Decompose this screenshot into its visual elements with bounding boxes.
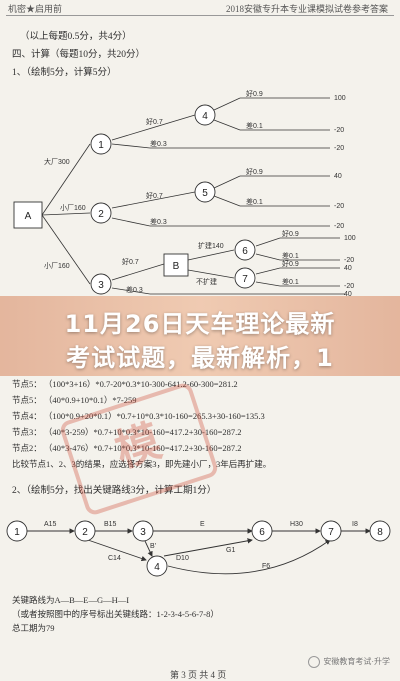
prob-label: 差0.1	[282, 251, 299, 260]
net-node-8-label: 8	[377, 527, 383, 538]
net-node-1-label: 1	[14, 527, 20, 538]
branch-label-small-plant-2: 小厂160	[44, 261, 70, 270]
prob-label: 差0.1	[246, 197, 263, 206]
chance-node-4-label: 4	[202, 111, 208, 122]
net-node-8	[369, 520, 391, 542]
prob-label: 差0.3	[126, 285, 143, 294]
prob-label: 扩建140	[198, 241, 224, 250]
critical-path-note: （或者按照图中的序号标出关键线路：1-2-3-4-5-6-7-8）	[12, 609, 219, 619]
net-node-6-label: 6	[259, 527, 265, 538]
decision-tree-diagram: A 1 2 3 4 5 B 6 7 大厂300 小厂160 小厂160 好0.7…	[13, 89, 356, 298]
calc-line: 节点2： （40*3-476）*0.7+10*0.3*10-160=417.2+…	[12, 443, 242, 453]
title-banner: 11月26日天车理论最新 考试试题，最新解析，1	[0, 296, 400, 376]
calc-line: 节点5： （40*0.9+10*0.1）*7-259	[12, 395, 137, 405]
calc-line: 节点5： （100*3+16）*0.7-20*0.3*10-300-641.2-…	[12, 379, 238, 389]
edge-label: H30	[290, 521, 303, 528]
payoff-label: 100	[334, 95, 346, 102]
net-node-4-label: 4	[154, 562, 160, 573]
payoff-label: -20	[334, 223, 344, 230]
question-2-heading: 2、（绘制5分，找出关键路线3分，计算工期1分）	[12, 486, 217, 496]
chance-node-3	[90, 273, 112, 295]
calc-line: 节点3： （40*3-259）*0.7+10*0.3*10-160=417.2+…	[12, 427, 242, 437]
net-node-3-label: 3	[140, 527, 146, 538]
decision-node-a	[13, 201, 43, 229]
prob-label: 好0.7	[146, 117, 163, 126]
prob-label: 好0.7	[146, 191, 163, 200]
edge-label: C14	[108, 555, 121, 562]
edge-label: B'	[150, 543, 156, 550]
header-divider	[6, 15, 394, 16]
conclusion-line: 比较节点1、2、3的结果，应选择方案3，即先建小厂，3年后再扩建。	[12, 459, 272, 469]
chance-node-3-label: 3	[98, 280, 104, 291]
net-node-7	[320, 520, 342, 542]
prob-label: 差0.1	[282, 277, 299, 286]
question-1-heading: 1、（绘制5分，计算5分）	[12, 68, 117, 78]
page-footer: 第 3 页 共 4 页	[170, 670, 227, 680]
score-note: （以上每题0.5分，共4分）	[20, 32, 132, 42]
prob-label: 好0.9	[246, 167, 263, 176]
chance-node-6-label: 6	[242, 246, 248, 257]
banner-line-1: 11月26日天车理论最新	[64, 310, 336, 338]
header-left: 机密★启用前	[8, 4, 63, 14]
prob-label: 差0.3	[150, 139, 167, 148]
edge-label: D10	[176, 555, 189, 562]
branch-label-small-plant: 小厂160	[60, 203, 86, 212]
chance-node-5-label: 5	[202, 188, 208, 199]
chance-node-2	[90, 202, 112, 224]
chance-node-2-label: 2	[98, 209, 104, 220]
prob-label: 好0.7	[122, 257, 139, 266]
net-node-4	[146, 555, 168, 577]
logo-text: 安徽教育考试·升学	[323, 657, 390, 667]
prob-label: 差0.3	[150, 217, 167, 226]
logo-icon	[308, 656, 321, 668]
prob-label: 好0.9	[282, 259, 299, 268]
chance-node-1-label: 1	[98, 140, 104, 151]
edge-label: B15	[104, 521, 117, 528]
net-node-6	[251, 520, 273, 542]
total-duration: 总工期为79	[12, 623, 55, 633]
payoff-label: -20	[334, 127, 344, 134]
network-diagram: 1 2 3 4 6 7 8 A15 B15 C14 B' D10 E G1 F6…	[6, 520, 391, 577]
net-node-3	[132, 520, 154, 542]
chance-node-4	[194, 104, 216, 126]
source-logo: 安徽教育考试·升学	[308, 656, 390, 668]
prob-label: 不扩建	[196, 277, 217, 286]
chance-node-1	[90, 133, 112, 155]
edge-label: E	[200, 521, 205, 528]
edge-label: I8	[352, 521, 358, 528]
chance-node-6	[234, 239, 256, 261]
branch-label-big-plant: 大厂300	[44, 157, 70, 166]
decision-node-b-label: B	[173, 261, 180, 272]
prob-label: 差0.1	[246, 121, 263, 130]
net-node-7-label: 7	[328, 527, 334, 538]
payoff-label: -20	[334, 145, 344, 152]
payoff-label: -20	[334, 203, 344, 210]
chance-node-7	[234, 267, 256, 289]
net-node-2-label: 2	[82, 527, 88, 538]
prob-label: 好0.9	[282, 229, 299, 238]
banner-line-2: 考试试题，最新解析，1	[66, 344, 334, 372]
calc-line: 节点4： （100*0.9+20*0.1）*0.7+10*0.3*10-160=…	[12, 411, 265, 421]
edge-label: G1	[226, 547, 235, 554]
edge-label: A15	[44, 521, 57, 528]
payoff-label: 100	[344, 235, 356, 242]
section-heading: 四、计算（每题10分，共20分）	[12, 50, 146, 60]
chance-node-5	[194, 181, 216, 203]
edge-label: F6	[262, 563, 270, 570]
payoff-label: -20	[344, 257, 354, 264]
payoff-label: 40	[344, 291, 352, 298]
header-right: 2018安徽专升本专业课模拟试卷参考答案	[225, 4, 388, 14]
decision-node-a-label: A	[25, 211, 32, 222]
critical-path-line: 关键路线为A—B—E—G—H—I	[12, 595, 130, 605]
payoff-label: 40	[344, 265, 352, 272]
payoff-label: -20	[344, 283, 354, 290]
payoff-label: 40	[334, 173, 342, 180]
prob-label: 好0.9	[246, 89, 263, 98]
net-node-2	[74, 520, 96, 542]
net-node-1	[6, 520, 28, 542]
chance-node-7-label: 7	[242, 274, 248, 285]
decision-node-b	[163, 253, 189, 277]
